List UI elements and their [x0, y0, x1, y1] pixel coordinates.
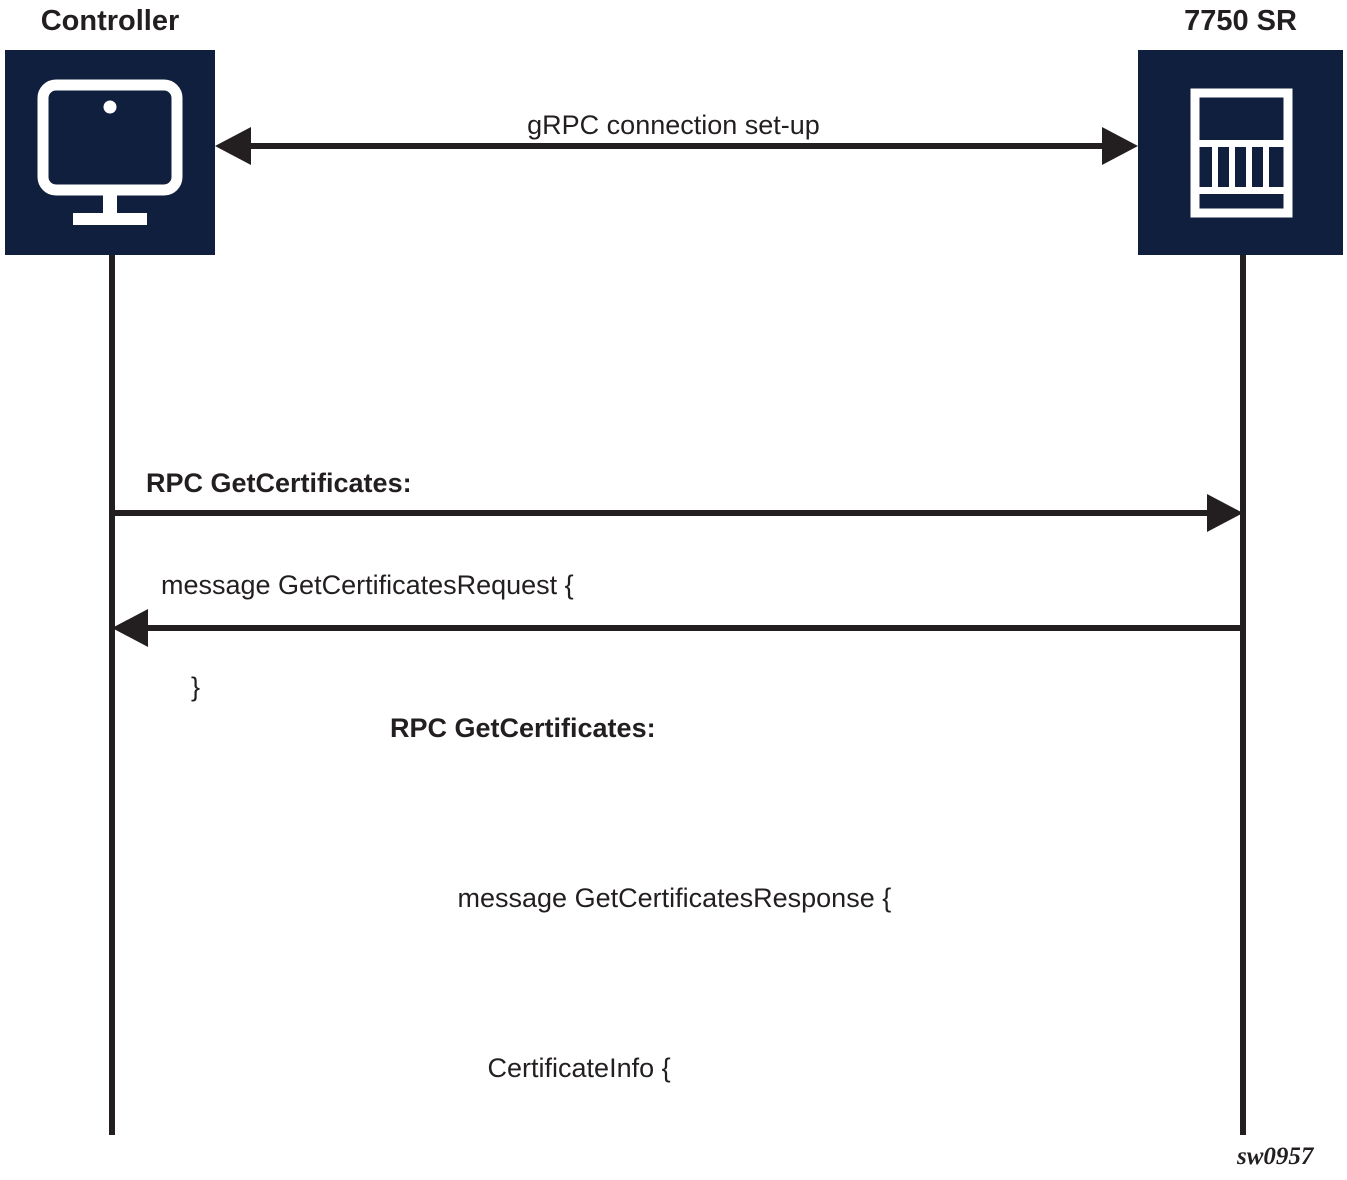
router-chassis-icon	[1190, 88, 1293, 218]
code-text: message GetCertificatesResponse {	[435, 883, 892, 913]
monitor-icon	[37, 79, 183, 225]
node-title-controller: Controller	[40, 5, 180, 37]
code-line: message GetCertificatesRequest {	[146, 570, 574, 600]
lifeline-router	[1240, 255, 1246, 1135]
code-text: CertificateInfo {	[435, 1053, 671, 1083]
code-heading-request: RPC GetCertificates:	[146, 468, 412, 498]
lifeline-controller	[109, 255, 115, 1135]
figure-watermark: sw0957	[1237, 1143, 1314, 1170]
code-line: message GetCertificatesResponse {	[390, 847, 892, 949]
node-box-controller	[5, 50, 215, 255]
code-line: }	[146, 672, 201, 702]
message-label-grpc-setup: gRPC connection set-up	[527, 110, 820, 140]
code-block-response: RPC GetCertificates: message GetCertific…	[390, 643, 891, 1180]
code-block-request: RPC GetCertificates: message GetCertific…	[146, 398, 574, 772]
node-title-router: 7750 SR	[1184, 5, 1297, 37]
node-box-router	[1138, 50, 1343, 255]
code-line: CertificateInfo {	[390, 1017, 891, 1119]
code-heading-response: RPC GetCertificates:	[390, 713, 656, 743]
